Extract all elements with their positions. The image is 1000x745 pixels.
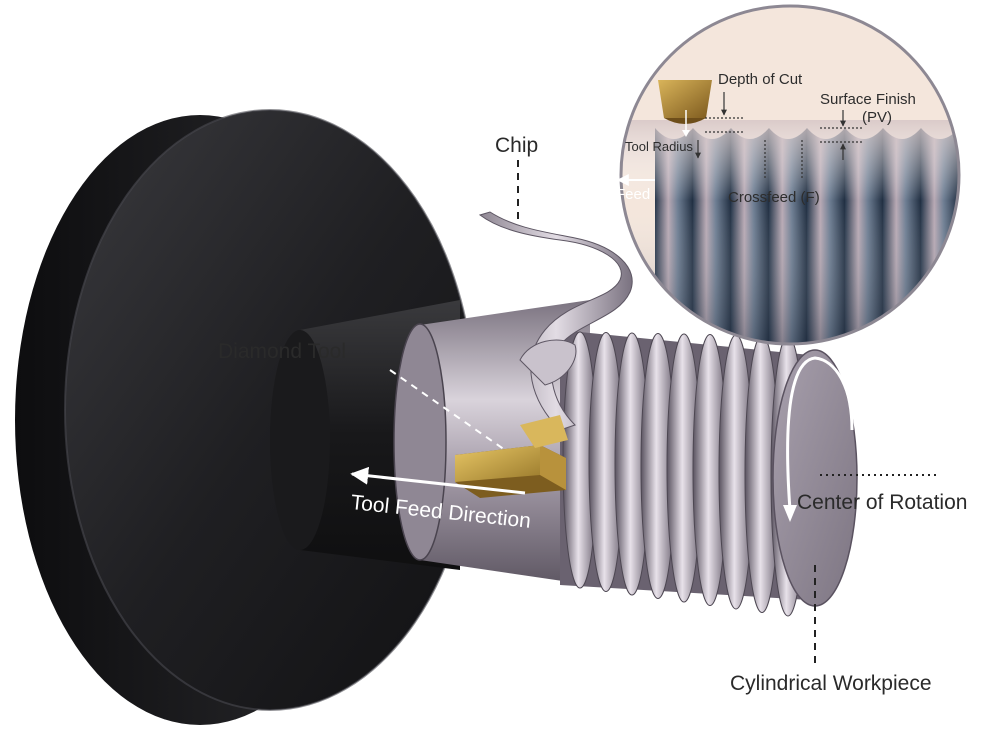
leader-lines xyxy=(389,160,940,665)
center-of-rotation-label: Center of Rotation xyxy=(797,491,968,514)
surface-finish-unit-label: (PV) xyxy=(862,109,892,126)
inset-scallop xyxy=(959,120,997,139)
rotation-arrow xyxy=(783,356,854,522)
magnified-inset xyxy=(616,4,997,358)
chuck-flange xyxy=(15,109,476,725)
chip-label: Chip xyxy=(495,134,539,157)
inset-groove xyxy=(959,128,997,358)
chip xyxy=(478,211,633,431)
tool-radius-label: Tool Radius xyxy=(625,139,693,154)
diamond-tool xyxy=(455,415,568,498)
diamond-tool-label: Diamond Tool xyxy=(218,340,347,363)
inset-tool xyxy=(658,80,712,118)
inset-measure-lines xyxy=(695,92,862,180)
depth-of-cut-label: Depth of Cut xyxy=(718,71,803,88)
tool-feed-arrow xyxy=(350,466,526,495)
diamond-tool-leader xyxy=(389,369,506,451)
inset-shading xyxy=(622,120,958,343)
cylindrical-workpiece-label: Cylindrical Workpiece xyxy=(730,672,932,695)
surface-finish-label: Surface Finish xyxy=(820,91,916,108)
feed-label: Feed xyxy=(616,186,651,203)
crossfeed-label: Crossfeed (F) xyxy=(728,189,820,206)
